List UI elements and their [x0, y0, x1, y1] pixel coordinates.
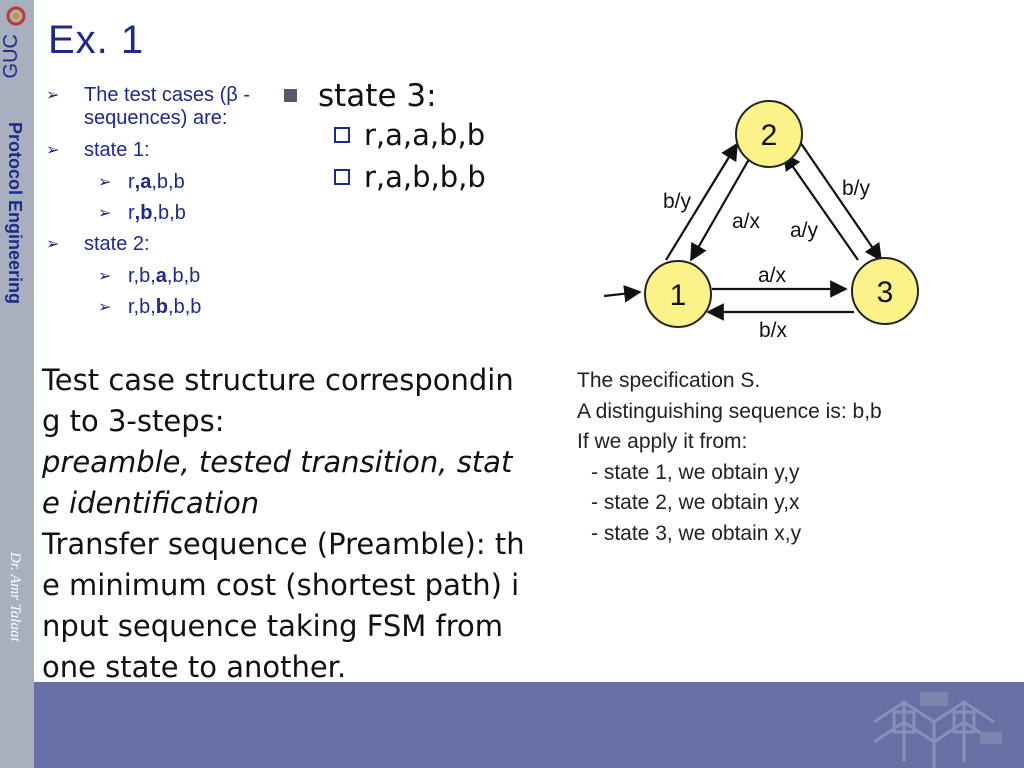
list-item-text: The test cases (β -sequences) are: — [84, 84, 250, 129]
edge-label-1-to-2: b/y — [663, 190, 692, 213]
spec-line: The specification S. — [577, 369, 761, 392]
guc-logo-icon: GUC — [2, 6, 26, 78]
vertical-course-title: Protocol Engineering — [5, 122, 25, 305]
footer-bar — [34, 682, 1024, 768]
arrow-bullet-icon: ➢ — [98, 174, 112, 191]
circuit-decoration-icon — [873, 692, 1002, 768]
state3-list: state 3: r,a,a,b,b r,a,b,b,b — [284, 78, 486, 198]
state3-item: r,a,a,b,b — [284, 114, 486, 156]
list-item-text: ,b,b — [151, 171, 185, 193]
test-case-list: ➢ The test cases (β -sequences) are: ➢ stat… — [46, 84, 276, 327]
edge-label-2-to-3: b/y — [842, 177, 871, 200]
state-node-1 — [644, 260, 712, 328]
edge-label-3-to-1: b/x — [759, 319, 788, 342]
list-item-text: ,b,b — [152, 202, 186, 224]
edge-2-to-3 — [799, 141, 882, 262]
hollow-square-bullet-icon — [334, 169, 350, 185]
spec-line: - state 3, we obtain x,y — [591, 521, 802, 545]
state-label-1: 1 — [670, 279, 687, 312]
list-item-text: r,b, — [128, 265, 156, 287]
edge-1-to-2 — [665, 142, 738, 261]
hollow-square-bullet-icon — [334, 127, 350, 143]
state-node-3 — [851, 257, 919, 325]
specification-text: The specification S. A distinguishing se… — [577, 366, 882, 549]
list-item-text: a — [155, 265, 167, 287]
arrow-bullet-icon: ➢ — [46, 142, 60, 159]
list-item: ➢ state 1: — [46, 139, 276, 162]
list-item-text: state 1: — [84, 139, 150, 161]
edge-label-2-to-1: a/x — [732, 210, 761, 233]
list-item-text: ,b — [134, 202, 153, 224]
list-item-text: ,b,b — [168, 296, 202, 318]
edge-2-to-1 — [690, 153, 753, 262]
arrow-bullet-icon: ➢ — [46, 236, 60, 253]
state3-item-text: r,a,b,b,b — [364, 160, 486, 194]
list-item-text: r — [128, 171, 135, 193]
initial-arrow — [603, 285, 642, 303]
arrow-bullet-icon: ➢ — [98, 205, 112, 222]
list-item-text: state 2: — [84, 233, 150, 255]
arrow-bullet-icon: ➢ — [98, 299, 112, 316]
list-item: ➢ state 2: — [46, 233, 276, 256]
arrow-bullet-icon: ➢ — [98, 268, 112, 285]
edge-3-to-2 — [782, 152, 859, 261]
list-item-text: ,b,b — [166, 265, 201, 287]
sub-list-item: ➢r,b,b,b — [46, 202, 276, 225]
logo-text: GUC — [2, 34, 22, 78]
sub-list-item: ➢ r,a,b,b — [46, 171, 276, 194]
spec-line: A distinguishing sequence is: b,b — [577, 399, 882, 423]
body-line-steps: preamble, tested transition, state ident… — [42, 445, 513, 520]
body-line-structure: Test case structure corresponding to 3-s… — [42, 363, 514, 438]
edge-label-3-to-2: a/y — [790, 219, 819, 242]
list-item-text: r,b, — [128, 296, 156, 318]
vertical-author-name: Dr. Amr Talaat — [7, 552, 23, 642]
test-structure-text: Test case structure corresponding to 3-s… — [42, 360, 526, 688]
list-item-text: b — [155, 296, 169, 318]
list-item: ➢ The test cases (β -sequences) are: — [46, 84, 276, 130]
state-node-2 — [735, 100, 803, 168]
state-label-3: 3 — [877, 276, 894, 309]
fsm-diagram: 2 1 3 b/y a/x b/y a/y a/x b/x — [603, 100, 919, 342]
spec-line: If we apply it from: — [577, 430, 748, 453]
edge-label-1-to-3: a/x — [758, 264, 787, 287]
list-item-text: r — [128, 202, 135, 224]
slide-title: Ex. 1 — [48, 18, 145, 62]
state3-item-text: r,a,a,b,b — [364, 118, 486, 152]
list-item-text: ,a — [134, 171, 152, 193]
state3-heading-text: state 3: — [318, 78, 437, 114]
state3-heading: state 3: — [284, 78, 486, 114]
spec-line: - state 1, we obtain y,y — [591, 460, 800, 484]
square-bullet-icon — [284, 89, 297, 102]
state3-item: r,a,b,b,b — [284, 156, 486, 198]
sub-list-item: ➢ r,b,b,b,b — [46, 296, 276, 319]
spec-line: - state 2, we obtain y,x — [591, 491, 800, 514]
state-label-2: 2 — [761, 119, 778, 152]
body-line-transfer: Transfer sequence (Preamble): the minimu… — [42, 527, 525, 684]
arrow-bullet-icon: ➢ — [46, 87, 60, 104]
sub-list-item: ➢ r,b,a,b,b — [46, 265, 276, 288]
left-sidebar: GUC Protocol Engineering Dr. Amr Talaat — [0, 0, 34, 768]
